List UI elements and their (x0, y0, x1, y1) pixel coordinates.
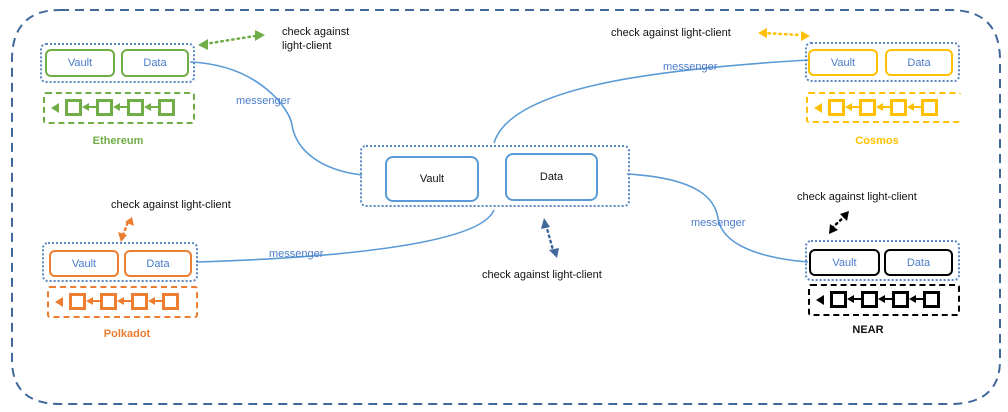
ethereum-vault-box[interactable]: Vault (45, 49, 115, 77)
block-link-arrow-icon (878, 295, 885, 303)
near-name: NEAR (852, 324, 884, 336)
block-link-arrow-icon (82, 103, 89, 111)
ethereum-name: Ethereum (92, 135, 144, 147)
block (830, 291, 847, 308)
messenger-line-near (626, 173, 809, 263)
ethereum-blockchain (43, 92, 195, 124)
block (127, 99, 144, 116)
hub-group (360, 145, 630, 207)
polkadot-vault-label: Vault (71, 257, 97, 270)
cosmos-vault-label: Vault (830, 56, 856, 69)
check-arrow-polkadot (118, 217, 134, 242)
block (923, 291, 940, 308)
cosmos-group (805, 42, 960, 82)
ethereum-data-label: Data (143, 57, 167, 69)
block (892, 291, 909, 308)
block-link-line (913, 106, 921, 108)
block-link-arrow-icon (845, 103, 852, 111)
block-link-line (123, 300, 131, 302)
check-arrow-near (829, 211, 849, 234)
polkadot-blockchain (47, 286, 198, 318)
block (890, 99, 907, 116)
block (65, 99, 82, 116)
cosmos-name: Cosmos (855, 135, 899, 147)
near-data-box[interactable]: Data (884, 249, 953, 276)
messenger-line-polkadot (195, 209, 495, 263)
check-arrow-cosmos (758, 28, 810, 41)
hub-vault-label: Vault (419, 173, 445, 185)
ethereum-check-label-line1: check against (282, 26, 350, 38)
block-link-line (92, 300, 100, 302)
chain-head-arrow-icon (55, 297, 63, 307)
block (921, 99, 938, 116)
cosmos-data-label: Data (907, 56, 931, 69)
cosmos-vault-box[interactable]: Vault (808, 49, 878, 76)
block (859, 99, 876, 116)
hub-check-label: check against light-client (482, 269, 602, 281)
ethereum-vault-label: Vault (67, 57, 93, 69)
block-link-arrow-icon (847, 295, 854, 303)
check-arrow-ethereum (198, 30, 265, 50)
chain-head-arrow-icon (816, 295, 824, 305)
block-link-arrow-icon (144, 103, 151, 111)
block-link-line (150, 106, 158, 108)
block (162, 293, 179, 310)
polkadot-group (42, 242, 198, 282)
near-check-label: check against light-client (797, 191, 917, 203)
cosmos-data-box[interactable]: Data (885, 49, 953, 76)
messenger-label-cosmos: messenger (663, 61, 718, 73)
polkadot-vault-box[interactable]: Vault (49, 250, 119, 277)
block (158, 99, 175, 116)
outer-boundary (11, 9, 1001, 405)
ethereum-group (40, 43, 195, 83)
block-link-arrow-icon (117, 297, 124, 305)
near-vault-label: Vault (832, 256, 857, 269)
polkadot-check-label: check against light-client (111, 199, 231, 211)
block (861, 291, 878, 308)
messenger-label-polkadot: messenger (269, 248, 324, 260)
block-link-arrow-icon (907, 103, 914, 111)
near-vault-box[interactable]: Vault (809, 249, 880, 276)
polkadot-name: Polkadot (103, 328, 151, 340)
hub-data-box[interactable]: Data (505, 153, 598, 201)
polkadot-data-box[interactable]: Data (124, 250, 192, 277)
block-link-arrow-icon (909, 295, 916, 303)
block-link-line (154, 300, 162, 302)
near-blockchain (808, 284, 960, 316)
messenger-label-near: messenger (691, 217, 746, 229)
hub-data-label: Data (539, 171, 564, 183)
chain-head-arrow-icon (814, 103, 822, 113)
block-link-arrow-icon (113, 103, 120, 111)
block-link-arrow-icon (86, 297, 93, 305)
chain-head-arrow-icon (51, 103, 59, 113)
block (828, 99, 845, 116)
hub-vault-box[interactable]: Vault (385, 156, 479, 202)
block-link-arrow-icon (876, 103, 883, 111)
block-link-line (915, 298, 923, 300)
near-data-label: Data (906, 256, 931, 269)
near-group (805, 240, 960, 281)
block (96, 99, 113, 116)
check-arrow-hub (541, 218, 559, 258)
block (100, 293, 117, 310)
ethereum-check-label-line2: light-client (282, 40, 332, 52)
block (69, 293, 86, 310)
block-link-line (851, 106, 859, 108)
messenger-label-ethereum: messenger (236, 95, 291, 107)
block-link-line (853, 298, 861, 300)
ethereum-data-box[interactable]: Data (121, 49, 189, 77)
polkadot-data-label: Data (146, 257, 170, 270)
cosmos-blockchain (806, 92, 961, 123)
block (131, 293, 148, 310)
cosmos-check-label: check against light-client (611, 27, 731, 39)
block-link-line (88, 106, 96, 108)
block-link-line (882, 106, 890, 108)
messenger-line-ethereum (189, 61, 363, 176)
messenger-line-cosmos (493, 59, 809, 144)
block-link-line (119, 106, 127, 108)
block-link-line (884, 298, 892, 300)
block-link-arrow-icon (148, 297, 155, 305)
